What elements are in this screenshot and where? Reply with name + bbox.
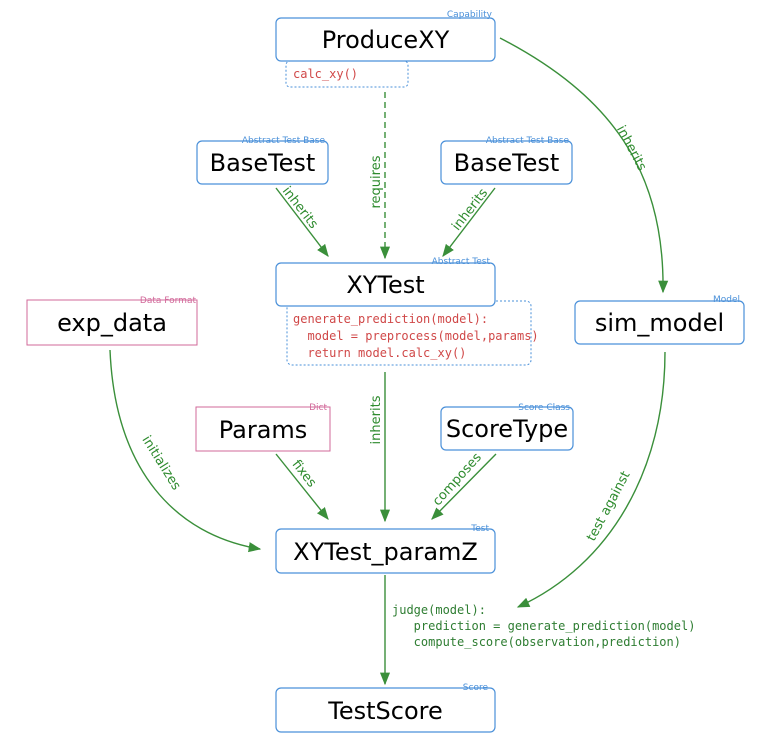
edge-label-inherits-basetest-left: inherits (279, 184, 321, 232)
node-producexy-tag: Capability (447, 10, 493, 20)
edge-test-against (516, 351, 666, 608)
node-xytest-title: XYTest (346, 271, 424, 299)
edge-inherits-basetest-left (275, 187, 329, 258)
node-xytest-tag: Abstract Test (432, 257, 491, 267)
code-judge-line-0: judge(model): (392, 603, 486, 617)
node-testscore-title: TestScore (327, 697, 442, 725)
node-xytest-paramz-tag: Test (470, 524, 489, 534)
edge-label-initializes: initializes (138, 433, 183, 493)
node-xytest-paramz[interactable]: XYTest_paramZ Test (275, 524, 496, 574)
node-scoretype-tag: Score Class (518, 403, 570, 413)
node-basetest-left-title: BaseTest (210, 149, 316, 177)
node-exp-data-title: exp_data (57, 309, 167, 337)
node-basetest-right-title: BaseTest (454, 149, 560, 177)
code-judge-line-2: compute_score(observation,prediction) (392, 635, 681, 649)
node-sim-model-tag: Model (713, 295, 740, 305)
node-producexy-title: ProduceXY (322, 26, 450, 54)
node-sim-model[interactable]: sim_model Model (574, 295, 745, 345)
edge-label-inherits-center: inherits (369, 395, 384, 444)
edge-label-fixes: fixes (289, 457, 320, 490)
node-params[interactable]: Params Dict (195, 403, 331, 452)
code-xytest-line-1: model = preprocess(model,params) (293, 329, 539, 343)
node-sim-model-title: sim_model (595, 309, 724, 337)
edge-initializes (109, 349, 262, 553)
node-xytest-paramz-title: XYTest_paramZ (293, 538, 478, 566)
node-producexy[interactable]: ProduceXY Capability (275, 10, 496, 62)
node-xytest[interactable]: XYTest Abstract Test (275, 257, 496, 307)
node-testscore-tag: Score (463, 683, 489, 693)
node-params-tag: Dict (309, 403, 327, 413)
node-exp-data-tag: Data Format (140, 296, 197, 306)
node-params-title: Params (219, 416, 308, 444)
edge-inherits-producexy-sim-model (499, 37, 669, 294)
node-exp-data[interactable]: exp_data Data Format (26, 296, 198, 346)
code-judge-line-1: prediction = generate_prediction(model) (392, 619, 695, 633)
code-xytest-line-0: generate_prediction(model): (293, 312, 488, 326)
node-basetest-right-tag: Abstract Test Base (486, 136, 570, 146)
node-scoretype-title: ScoreType (446, 415, 568, 443)
node-basetest-left-tag: Abstract Test Base (242, 136, 326, 146)
edge-label-requires: requires (369, 155, 384, 208)
code-producexy-line-0: calc_xy() (293, 67, 358, 81)
edge-label-inherits-basetest-right: inherits (449, 186, 491, 234)
node-scoretype[interactable]: ScoreType Score Class (440, 403, 574, 451)
edge-fixes (275, 453, 329, 520)
edge-inherits-basetest-right (442, 187, 496, 258)
edge-label-composes: composes (430, 450, 485, 509)
edge-composes (431, 453, 497, 520)
edge-label-inherits-right: inherits (613, 123, 649, 173)
node-testscore[interactable]: TestScore Score (275, 683, 496, 733)
node-basetest-right[interactable]: BaseTest Abstract Test Base (440, 136, 573, 185)
code-xytest-line-2: return model.calc_xy() (293, 346, 466, 360)
node-basetest-left[interactable]: BaseTest Abstract Test Base (196, 136, 329, 185)
